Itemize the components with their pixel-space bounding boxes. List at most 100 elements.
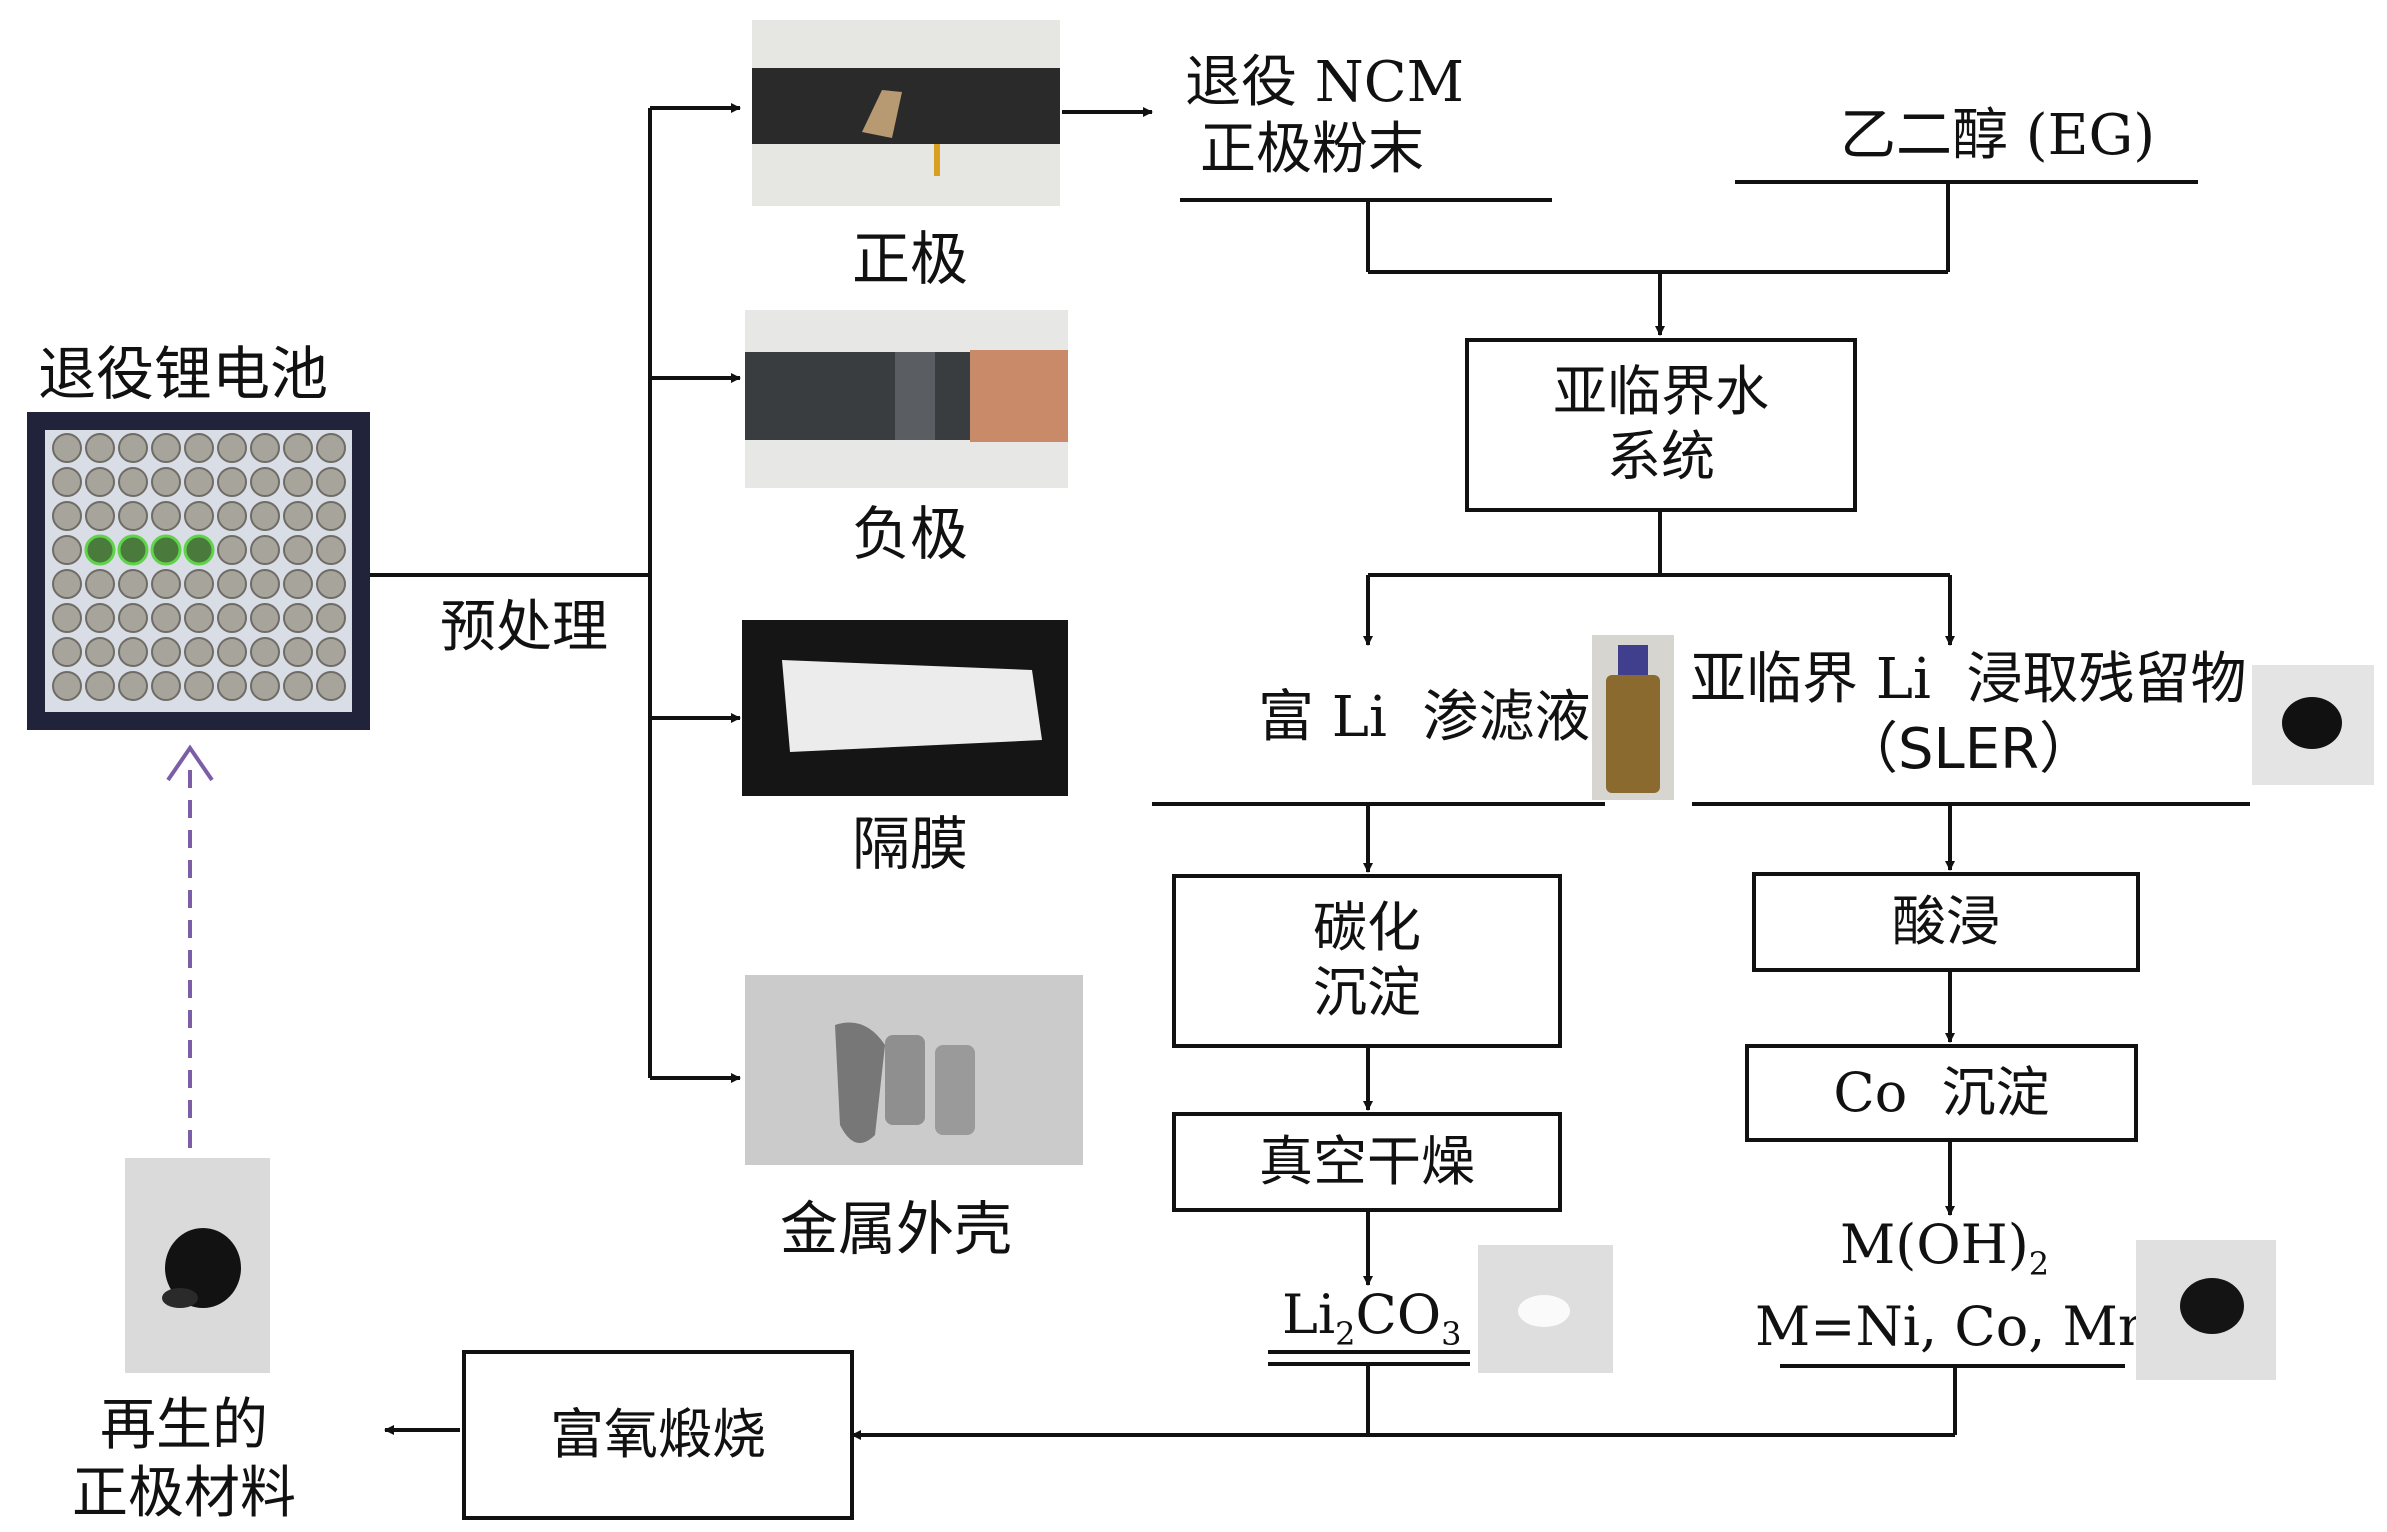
dashed-return-arrow — [166, 744, 214, 1148]
battery-cell — [118, 603, 148, 633]
battery-cell — [316, 637, 346, 667]
battery-cell — [151, 501, 181, 531]
acid-leaching-box: 酸浸 — [1752, 872, 2140, 972]
battery-cell — [316, 569, 346, 599]
battery-cell — [184, 501, 214, 531]
battery-cell — [184, 467, 214, 497]
battery-cell — [184, 433, 214, 463]
sler-label-line1: 亚临界 Li 浸取残留物 — [1690, 647, 2247, 712]
cathode-label: 正极 — [852, 225, 969, 293]
battery-cell — [316, 535, 346, 565]
hydroxide-powder-photo — [2136, 1240, 2276, 1380]
co-precipitation-text: Co 沉淀 — [1833, 1060, 2050, 1124]
battery-cell — [250, 637, 280, 667]
battery-cell — [52, 433, 82, 463]
battery-cell — [283, 433, 313, 463]
battery-cell — [250, 467, 280, 497]
battery-cell — [184, 603, 214, 633]
cathode-photo — [752, 20, 1060, 206]
battery-cell — [283, 535, 313, 565]
battery-cell — [151, 433, 181, 463]
battery-cell — [118, 433, 148, 463]
battery-cell — [150, 534, 182, 566]
battery-cell — [85, 467, 115, 497]
battery-cell — [283, 467, 313, 497]
li2co3-part-co: CO — [1355, 1283, 1442, 1346]
battery-cell — [85, 671, 115, 701]
battery-cell — [85, 569, 115, 599]
battery-cell — [183, 534, 215, 566]
battery-cell — [283, 637, 313, 667]
subcritical-water-system-box: 亚临界水 系统 — [1465, 338, 1857, 512]
battery-cell — [250, 603, 280, 633]
battery-cell — [151, 569, 181, 599]
battery-cell — [151, 467, 181, 497]
battery-cell — [250, 569, 280, 599]
battery-cell — [283, 603, 313, 633]
pretreatment-label: 预处理 — [440, 595, 608, 660]
calcination-text: 富氧煅烧 — [550, 1402, 766, 1466]
battery-cell — [184, 569, 214, 599]
regenerated-material-photo — [125, 1158, 270, 1373]
battery-cell — [250, 433, 280, 463]
metal-shell-photo — [745, 975, 1083, 1165]
regenerated-label-line2: 正极材料 — [72, 1461, 296, 1526]
sler-label-line2: （SLER） — [1842, 717, 2096, 782]
battery-cell — [316, 603, 346, 633]
battery-cell — [151, 671, 181, 701]
battery-cell — [52, 603, 82, 633]
vacuum-drying-text: 真空干燥 — [1259, 1129, 1475, 1193]
battery-cell — [118, 501, 148, 531]
battery-cell — [118, 671, 148, 701]
li2co3-part-li: Li — [1282, 1283, 1336, 1346]
co-precipitation-box: Co 沉淀 — [1745, 1044, 2138, 1142]
battery-cell — [118, 467, 148, 497]
hydroxide-metals-label: M=Ni, Co, Mn — [1755, 1295, 2153, 1358]
battery-cell — [52, 501, 82, 531]
battery-cell — [151, 603, 181, 633]
battery-cell — [217, 603, 247, 633]
battery-cell — [117, 534, 149, 566]
battery-cell — [217, 637, 247, 667]
battery-cell — [283, 671, 313, 701]
battery-cell — [217, 569, 247, 599]
battery-cell — [118, 637, 148, 667]
battery-cell — [316, 501, 346, 531]
battery-cell — [217, 535, 247, 565]
battery-cell — [217, 671, 247, 701]
battery-cell — [85, 603, 115, 633]
battery-cell — [151, 637, 181, 667]
subcritical-line1: 亚临界水 — [1553, 360, 1769, 424]
battery-cell — [85, 501, 115, 531]
battery-cell — [283, 501, 313, 531]
filtrate-bottle-photo — [1592, 635, 1674, 800]
battery-cell — [316, 467, 346, 497]
battery-cell — [316, 671, 346, 701]
carbonation-line1: 碳化 — [1313, 896, 1421, 960]
ncm-powder-label-line1: 退役 NCM — [1185, 50, 1464, 115]
battery-cell — [217, 467, 247, 497]
battery-cell — [52, 671, 82, 701]
oxygen-rich-calcination-box: 富氧煅烧 — [462, 1350, 854, 1520]
li-rich-filtrate-label: 富 Li 渗滤液 — [1258, 685, 1591, 750]
hydroxide-sub-2: 2 — [2028, 1244, 2050, 1283]
subcritical-line2: 系统 — [1607, 425, 1715, 488]
hydroxide-label: M(OH)2 — [1840, 1218, 2049, 1280]
battery-cell — [85, 433, 115, 463]
li2co3-powder-photo — [1478, 1245, 1613, 1373]
battery-cell — [250, 671, 280, 701]
battery-cell — [52, 637, 82, 667]
battery-label: 退役锂电池 — [38, 340, 329, 408]
ncm-powder-label-line2: 正极粉末 — [1200, 117, 1424, 182]
li2co3-sub-2: 2 — [1335, 1314, 1356, 1353]
battery-cell — [52, 569, 82, 599]
battery-photo — [27, 412, 370, 730]
battery-cell — [52, 535, 82, 565]
sler-powder-photo — [2252, 665, 2374, 785]
battery-cell — [250, 535, 280, 565]
separator-label: 隔膜 — [852, 810, 969, 878]
carbonation-precipitation-box: 碳化 沉淀 — [1172, 874, 1562, 1048]
battery-cell — [283, 569, 313, 599]
